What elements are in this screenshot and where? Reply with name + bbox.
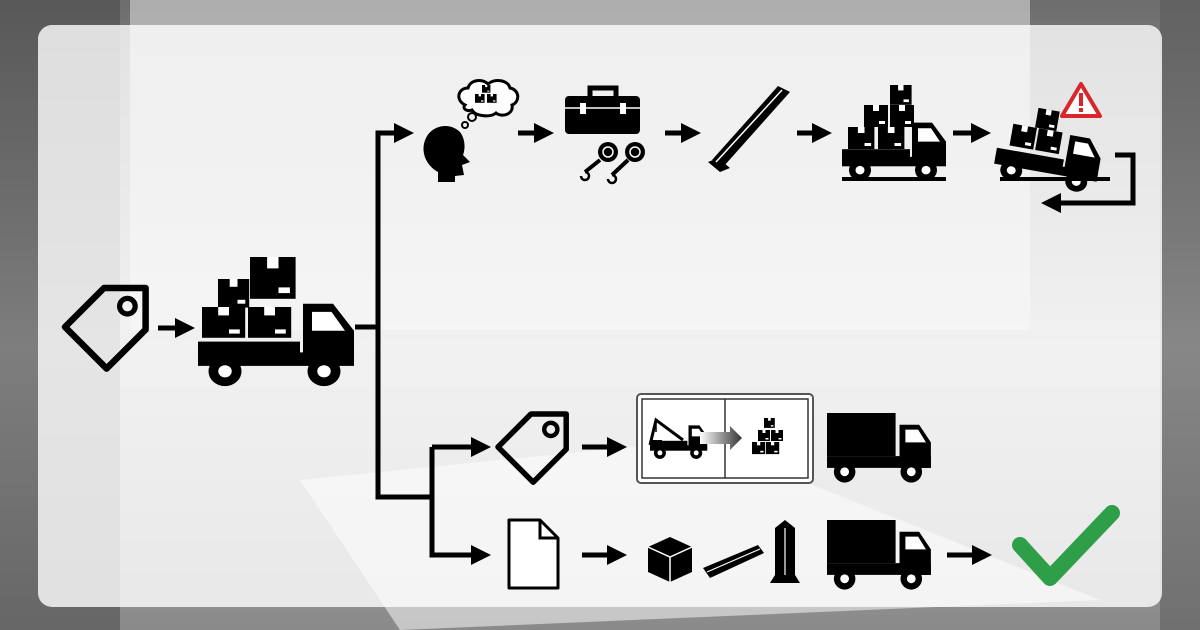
loaded-truck-icon [198,257,354,387]
gradient-arrow [700,426,742,450]
warning-icon [1060,82,1102,118]
steel-beam-icon [703,545,764,578]
crane-unloading-panel [636,393,814,484]
return-arrow-icon [1041,152,1136,213]
pillar-icon [770,520,800,583]
box-truck-icon [827,413,931,483]
tilting-truck-icon [991,107,1110,196]
toolbox-icon [565,85,640,134]
thinking-head-icon [423,79,520,182]
check-icon [1012,505,1120,586]
steel-beam-icon [708,86,790,172]
cardboard-box-icon [647,537,693,582]
stable-loaded-truck-icon [842,85,946,181]
price-tag-icon [65,288,146,369]
branch-connector [355,123,491,565]
box-truck-icon [827,520,931,590]
crane-truck-icon [648,417,708,459]
ratchet-strap-icon [579,142,645,185]
document-icon [507,518,560,590]
price-tag-icon [498,414,566,482]
